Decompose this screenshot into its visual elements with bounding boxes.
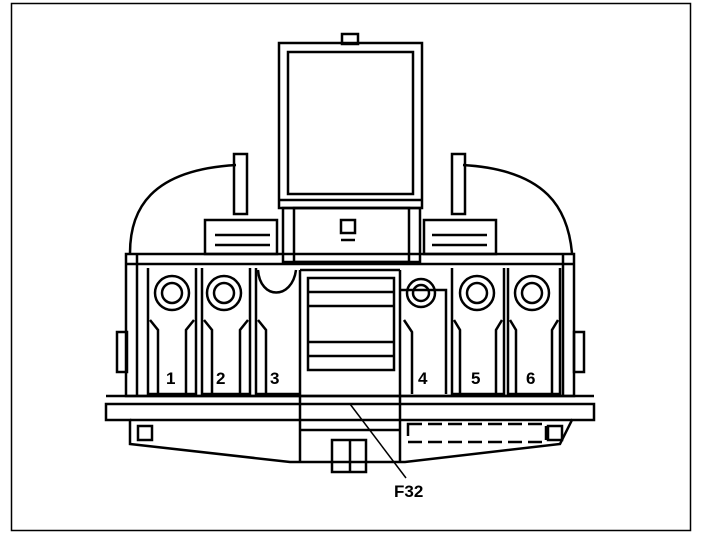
- right-clip: [422, 152, 574, 256]
- fuse-label-5: 5: [471, 369, 480, 388]
- fuse-label-3: 3: [270, 369, 279, 388]
- left-clip: [128, 152, 279, 256]
- diagram-frame: [10, 2, 692, 532]
- f32-leader-line: [349, 403, 407, 479]
- center-chute: [298, 268, 402, 462]
- dashed-connector: [406, 422, 548, 444]
- f32-callout-label: F32: [394, 482, 423, 501]
- fuse-slot-1: [146, 268, 198, 396]
- relay-housing: [277, 32, 424, 264]
- fuse-label-1: 1: [166, 369, 175, 388]
- fuse-slot-3: [254, 268, 300, 396]
- fuse-label-2: 2: [216, 369, 225, 388]
- fuse-label-4: 4: [418, 369, 428, 388]
- fuse-slot-2: [200, 268, 252, 396]
- fuse-slot-5: [450, 268, 506, 396]
- fuse-slot-4: [400, 277, 448, 394]
- fuse-slot-6: [506, 268, 562, 396]
- fuse-box-body: [104, 252, 596, 474]
- fuse-label-6: 6: [526, 369, 535, 388]
